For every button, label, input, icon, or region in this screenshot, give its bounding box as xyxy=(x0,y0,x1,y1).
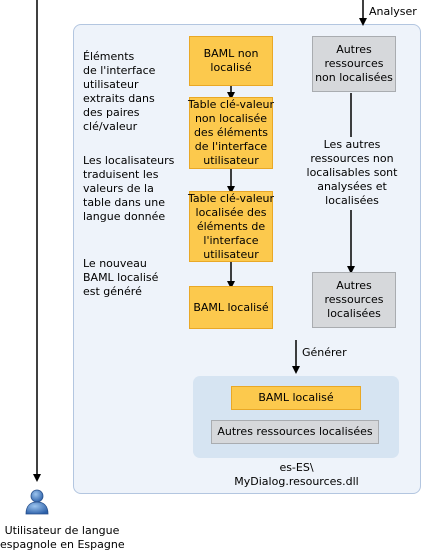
analyser-label: Analyser xyxy=(369,5,417,18)
box-baml-localise-final: BAML localisé xyxy=(231,386,361,410)
generer-label: Générer xyxy=(302,346,347,359)
box-autres-localisees-final: Autres ressources localisées xyxy=(211,420,379,444)
box-baml-localise: BAML localisé xyxy=(189,286,273,329)
assembly-label: es-ES\MyDialog.resources.dll xyxy=(234,461,359,488)
user-icon xyxy=(25,489,49,515)
